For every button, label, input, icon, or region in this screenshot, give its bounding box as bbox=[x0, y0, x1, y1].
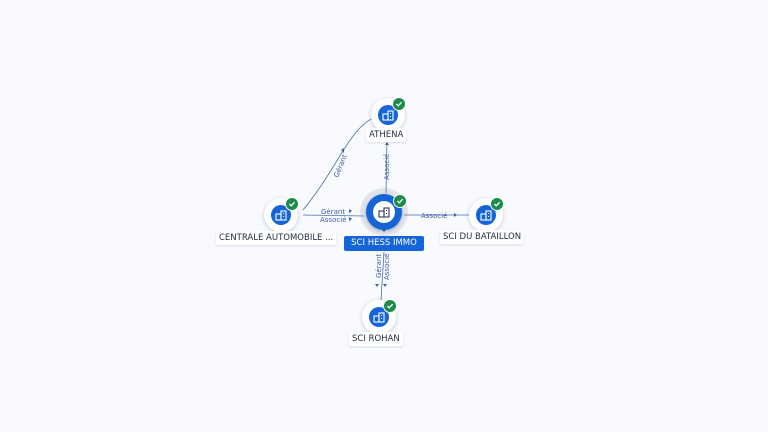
edge-label-gerant-rohan: Gérant bbox=[375, 254, 383, 278]
arrow-icon bbox=[349, 217, 352, 221]
edge-label-associe-athena: Associé bbox=[383, 154, 391, 180]
node-athena[interactable] bbox=[371, 97, 406, 132]
node-label-athena[interactable]: ATHENA bbox=[366, 128, 407, 142]
edge-centrale-hess[interactable] bbox=[302, 214, 365, 217]
location-pin-icon bbox=[366, 194, 402, 230]
verified-check-icon bbox=[392, 97, 406, 111]
verified-check-icon bbox=[383, 299, 397, 313]
node-sci-du-bataillon[interactable] bbox=[469, 197, 504, 232]
verified-check-icon bbox=[490, 197, 504, 211]
building-icon bbox=[476, 205, 496, 225]
node-label-centrale-automobile[interactable]: CENTRALE AUTOMOBILE ... bbox=[216, 231, 337, 245]
edge-rohan-hess[interactable] bbox=[380, 251, 385, 301]
building-icon bbox=[369, 307, 389, 327]
edge-label-associe-bataillon: Associé bbox=[421, 212, 447, 220]
node-centrale-automobile[interactable] bbox=[264, 197, 299, 232]
node-label-sci-hess-immo[interactable]: SCI HESS IMMO bbox=[344, 236, 424, 251]
building-icon bbox=[373, 201, 395, 223]
edge-label-gerant-athena: Gérant bbox=[332, 153, 349, 179]
node-label-sci-du-bataillon[interactable]: SCI DU BATAILLON bbox=[440, 230, 525, 244]
arrow-icon bbox=[385, 142, 389, 145]
arrow-icon bbox=[349, 209, 352, 213]
edge-label-associe-rohan: Associé bbox=[383, 254, 391, 280]
edge-label-associe-centrale: Associé bbox=[320, 216, 346, 224]
arrow-icon bbox=[383, 284, 387, 287]
verified-check-icon bbox=[393, 194, 407, 208]
node-sci-hess-immo[interactable] bbox=[360, 188, 408, 236]
arrow-icon bbox=[454, 213, 457, 217]
node-label-sci-rohan[interactable]: SCI ROHAN bbox=[349, 332, 403, 346]
arrow-icon bbox=[341, 148, 344, 153]
edge-label-gerant-centrale: Gérant bbox=[321, 208, 345, 216]
arrow-icon bbox=[375, 284, 379, 287]
building-icon bbox=[378, 105, 398, 125]
building-icon bbox=[271, 205, 291, 225]
edge-athena-hess[interactable] bbox=[385, 139, 388, 194]
node-sci-rohan[interactable] bbox=[362, 299, 397, 334]
verified-check-icon bbox=[285, 197, 299, 211]
